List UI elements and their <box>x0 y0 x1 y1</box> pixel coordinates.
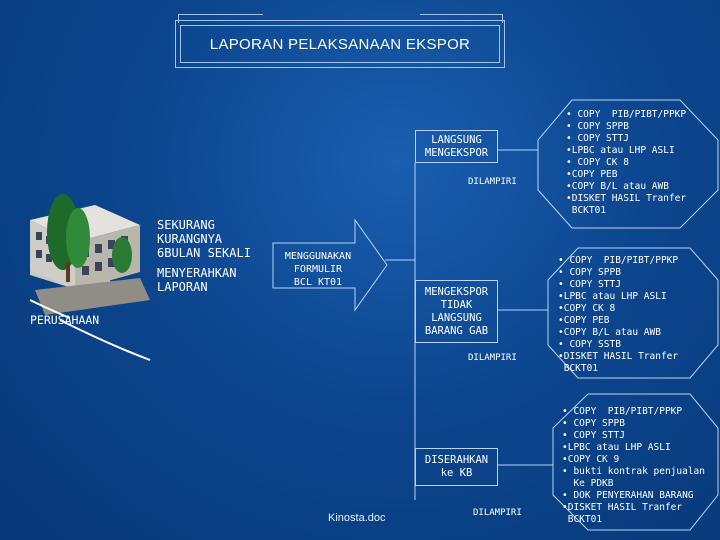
title-tab-right <box>420 14 503 23</box>
formulir-arrow-label: MENGGUNAKAN FORMULIR BCL KT01 <box>273 250 363 289</box>
arrow-line-3: BCL KT01 <box>293 277 343 288</box>
building-label: PERUSAHAAN <box>30 313 100 327</box>
box1-line-2: MENGEKSPOR <box>424 146 489 159</box>
octagon-shape-1 <box>537 99 719 229</box>
dilampiri-label-2: DILAMPIRI <box>468 353 517 363</box>
box3-line-1: DISERAHKAN <box>424 454 489 466</box>
box2-line-1: MENGEKSPOR <box>424 285 489 298</box>
box2-line-2: TIDAK <box>440 298 473 311</box>
footer-filename: Kinosta.doc <box>328 512 386 524</box>
page-title: LAPORAN PELAKSANAAN EKSPOR <box>180 25 500 63</box>
arrow-line-1: MENGGUNAKAN <box>284 251 352 262</box>
info-line-5: LAPORAN <box>157 280 208 294</box>
octagon-shape-3 <box>552 393 719 531</box>
dilampiri-label-3: DILAMPIRI <box>473 508 522 518</box>
building-illustration <box>29 194 151 361</box>
formulir-arrow-shape <box>272 218 388 312</box>
octagon-shape-2 <box>547 247 719 379</box>
info-text-block: SEKURANG KURANGNYA 6BULAN SEKALI MENYERA… <box>157 218 251 294</box>
octagon-text-2: • COPY PIB/PIBT/PPKP • COPY SPPB • COPY … <box>558 255 679 374</box>
info-line-1: SEKURANG <box>157 218 215 232</box>
info-line-4: MENYERAHKAN <box>157 266 237 280</box>
octagon-text-3: • COPY PIB/PIBT/PPKP • COPY SPPB • COPY … <box>562 406 705 525</box>
dilampiri-label-1: DILAMPIRI <box>468 177 517 187</box>
box2-line-4: BARANG GAB <box>424 324 489 337</box>
info-line-3: 6BULAN SEKALI <box>157 246 251 260</box>
box-diserahkan-kb: DISERAHKAN ke KB <box>415 448 498 486</box>
info-line-2: KURANGNYA <box>157 232 223 246</box>
arrow-line-2: FORMULIR <box>293 264 343 275</box>
box2-line-3: LANGSUNG <box>431 311 482 324</box>
title-tab-left <box>178 14 263 23</box>
box-tidak-langsung: MENGEKSPOR TIDAK LANGSUNG BARANG GAB <box>415 280 498 343</box>
title-frame: LAPORAN PELAKSANAAN EKSPOR <box>175 20 505 68</box>
octagon-text-1: • COPY PIB/PIBT/PPKP • COPY SPPB • COPY … <box>566 109 687 216</box>
box3-line-2: ke KB <box>440 467 473 479</box>
box1-line-1: LANGSUNG <box>431 133 482 146</box>
box-langsung-mengekspor: LANGSUNG MENGEKSPOR <box>415 130 498 163</box>
